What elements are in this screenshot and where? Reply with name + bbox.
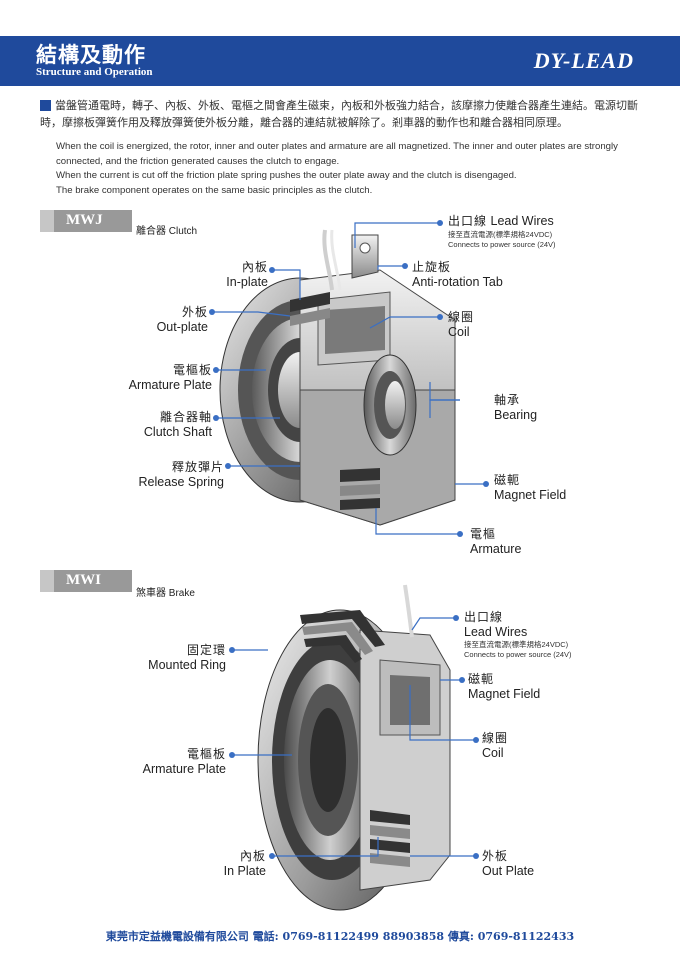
clutch-label-outplate: 外板 Out-plate <box>130 305 208 335</box>
label-zh: 線圈 <box>482 731 509 745</box>
label-en: Magnet Field <box>494 488 567 502</box>
intro-zh-text: 當盤管通電時，轉子、內板、外板、電樞之間會產生磁束，內板和外板強力結合，該摩擦力… <box>40 99 638 129</box>
bullet-square-icon <box>40 100 51 111</box>
page-header: 結構及動作 Structure and Operation DY-LEAD <box>0 36 680 86</box>
intro-en-line: The brake component operates on the same… <box>56 184 373 196</box>
clutch-leader-dots <box>209 220 489 537</box>
clutch-diagram <box>209 220 489 537</box>
brake-diagram <box>229 584 479 911</box>
clutch-code: MWJ <box>66 212 103 228</box>
note-en: Connects to power source (24V) <box>464 650 572 659</box>
brake-code: MWI <box>66 572 101 588</box>
clutch-label-magnet-field: 磁軛 Magnet Field <box>494 473 566 503</box>
clutch-subtitle: 離合器 Clutch <box>136 226 198 237</box>
label-en: Armature Plate <box>128 378 212 392</box>
tab-fade <box>40 210 54 232</box>
label-en: Clutch Shaft <box>143 425 212 439</box>
label-zh: 止旋板 <box>412 260 452 274</box>
label-zh: 出口線 <box>448 214 488 228</box>
label-zh: 線圈 <box>448 310 475 324</box>
label-zh: 釋放彈片 <box>171 460 224 474</box>
brake-label-coil: 線圈 Coil <box>482 731 508 761</box>
clutch-label-armature-plate: 電樞板 Armature Plate <box>110 363 212 393</box>
label-en: Coil <box>448 325 470 339</box>
clutch-label-lead-wires: 出口線 Lead Wires <box>448 214 554 229</box>
label-en: In-plate <box>226 275 268 289</box>
note-zh: 接至直流電源(標準規格24VDC) <box>448 230 553 239</box>
header-title-en: Structure and Operation <box>36 66 153 78</box>
label-en: Bearing <box>494 408 538 422</box>
clutch-label-inplate: 內板 In-plate <box>200 260 268 290</box>
header-title-zh: 結構及動作 <box>36 42 146 67</box>
label-zh: 離合器軸 <box>159 410 212 424</box>
brake-leader-dots <box>229 615 479 859</box>
label-en: Lead Wires <box>464 625 528 639</box>
brake-label-mounted-ring: 固定環 Mounted Ring <box>130 643 226 673</box>
brand-logo: DY-LEAD <box>533 48 634 73</box>
label-en: Release Spring <box>138 475 224 489</box>
note-zh: 接至直流電源(標準規格24VDC) <box>464 640 569 649</box>
clutch-label-clutch-shaft: 離合器軸 Clutch Shaft <box>120 410 212 440</box>
clutch-label-bearing: 軸承 Bearing <box>494 393 537 423</box>
label-zh: 固定環 <box>186 643 226 657</box>
label-zh: 電樞 <box>470 527 497 541</box>
brake-label-inplate: 內板 In Plate <box>200 849 266 879</box>
clutch-leader-lines <box>212 222 486 535</box>
label-zh: 內板 <box>239 849 266 863</box>
clutch-body <box>219 229 456 526</box>
intro-en-paragraph: When the coil is energized, the rotor, i… <box>40 140 650 198</box>
clutch-label-armature: 電樞 Armature <box>470 527 521 557</box>
brake-label-outplate: 外板 Out Plate <box>482 849 534 879</box>
brake-section-tab: MWI <box>40 570 132 592</box>
intro-section: 當盤管通電時，轉子、內板、外板、電樞之間會產生磁束，內板和外板強力結合，該摩擦力… <box>40 97 650 198</box>
clutch-label-anti-rotation: 止旋板 Anti-rotation Tab <box>412 260 503 290</box>
brake-leader-lines <box>232 617 476 857</box>
label-en: Lead Wires <box>490 214 554 228</box>
label-en: Armature <box>470 542 522 556</box>
brake-label-armature-plate: 電樞板 Armature Plate <box>120 747 226 777</box>
label-zh: 磁軛 <box>494 473 521 487</box>
note-en: Connects to power source (24V) <box>448 240 556 249</box>
label-zh: 內板 <box>241 260 268 274</box>
label-zh: 出口線 <box>464 610 504 624</box>
intro-zh-paragraph: 當盤管通電時，轉子、內板、外板、電樞之間會產生磁束，內板和外板強力結合，該摩擦力… <box>40 97 650 131</box>
clutch-lead-wires-note: 接至直流電源(標準規格24VDC) Connects to power sour… <box>448 230 556 250</box>
label-en: Out Plate <box>482 864 535 878</box>
label-zh: 電樞板 <box>186 747 226 761</box>
clutch-label-coil: 線圈 Coil <box>448 310 474 340</box>
clutch-label-release-spring: 釋放彈片 Release Spring <box>110 460 224 490</box>
label-zh: 軸承 <box>494 393 521 407</box>
label-zh: 外板 <box>482 849 509 863</box>
label-zh: 電樞板 <box>172 363 212 377</box>
label-en: Mounted Ring <box>148 658 226 672</box>
label-en: Anti-rotation Tab <box>412 275 503 289</box>
label-en: In Plate <box>223 864 266 878</box>
clutch-section-tab: MWJ <box>40 210 132 232</box>
label-en: Magnet Field <box>468 687 541 701</box>
company-contact-footer: 東莞市定益機電設備有限公司 電話: 0769-81122499 88903858… <box>105 930 575 943</box>
label-en: Armature Plate <box>142 762 226 776</box>
label-zh: 磁軛 <box>468 672 495 686</box>
tab-fade <box>40 570 54 592</box>
label-en: Out-plate <box>156 320 208 334</box>
brake-body <box>257 584 451 911</box>
brake-label-lead-wires: 出口線 Lead Wires 接至直流電源(標準規格24VDC) Connect… <box>464 610 572 660</box>
label-en: Coil <box>482 746 504 760</box>
label-zh: 外板 <box>181 305 208 319</box>
intro-en-line: When the coil is energized, the rotor, i… <box>56 141 618 167</box>
intro-en-line: When the current is cut off the friction… <box>56 170 517 181</box>
brake-label-magnet-field: 磁軛 Magnet Field <box>468 672 540 702</box>
brake-subtitle: 煞車器 Brake <box>136 588 195 599</box>
